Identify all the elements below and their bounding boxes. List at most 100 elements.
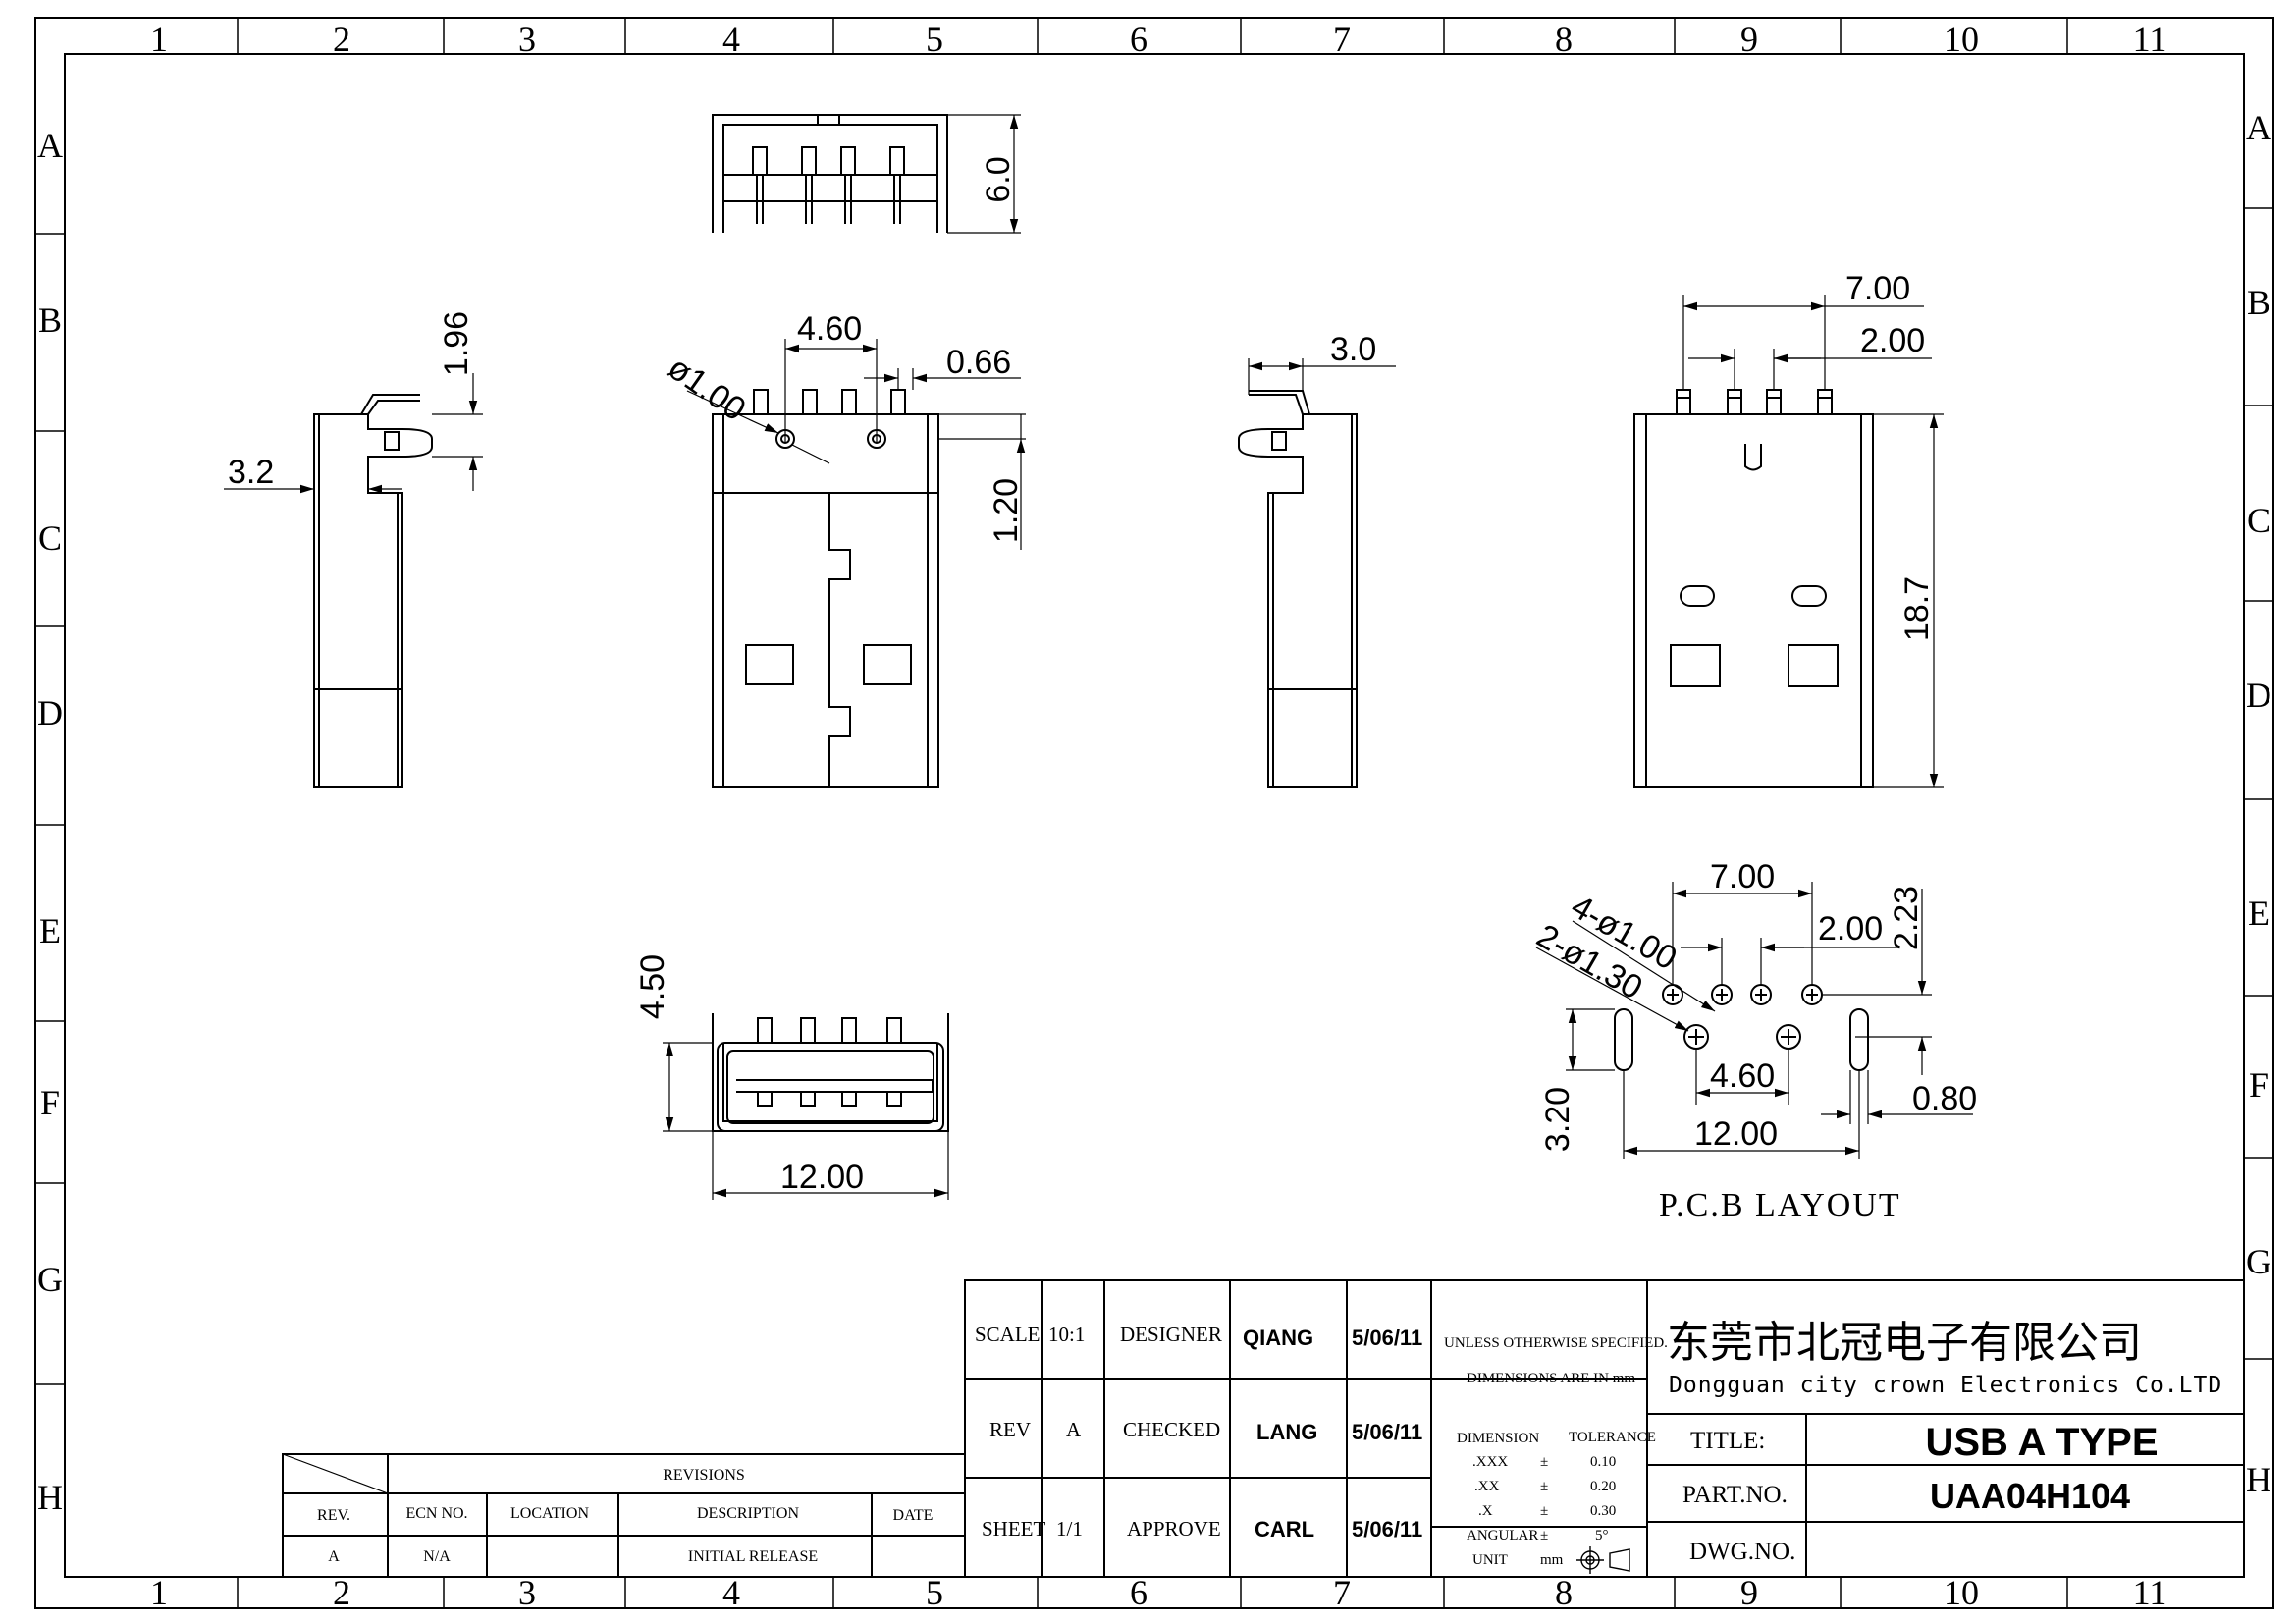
tol-dim-xx: .XX — [1474, 1479, 1500, 1494]
sheet-border — [34, 17, 2274, 1609]
grid-col-10: 10 — [1944, 1573, 1979, 1612]
grid-col-7: 7 — [1333, 1573, 1351, 1612]
grid-labels-bottom: 1 2 3 4 5 6 7 8 9 10 11 — [150, 1573, 2166, 1612]
grid-col-3: 3 — [518, 20, 536, 59]
part-no-label: PART.NO. — [1682, 1482, 1788, 1508]
dim-top-height: 6.0 — [980, 156, 1017, 202]
scale-label: SCALE — [975, 1323, 1041, 1346]
tol-val-x: 0.30 — [1590, 1503, 1616, 1519]
title-label: TITLE: — [1690, 1428, 1765, 1454]
title-block-grid — [964, 1279, 2245, 1578]
bottom-view — [1633, 295, 1944, 788]
dim-front-pitch: 4.60 — [797, 310, 862, 348]
dim-front-offset: 0.66 — [946, 344, 1011, 381]
approve-label: APPROVE — [1127, 1517, 1221, 1541]
tol-pm-angular: ± — [1540, 1528, 1548, 1543]
tol-val-angular: 5° — [1595, 1528, 1609, 1543]
tol-val-xxx: 0.10 — [1590, 1454, 1616, 1470]
top-view — [712, 114, 1021, 234]
grid-col-9: 9 — [1740, 1573, 1758, 1612]
dim-right-3-0: 3.0 — [1330, 331, 1376, 368]
rev-row-description: INITIAL RELEASE — [688, 1548, 818, 1565]
approve-name: CARL — [1255, 1517, 1314, 1542]
tolerance-header: TOLERANCE — [1569, 1430, 1656, 1445]
end-view — [663, 1013, 949, 1200]
projection-symbol-icon — [1576, 1546, 1630, 1574]
unit-label: UNIT — [1472, 1552, 1508, 1568]
tol-dim-x: .X — [1478, 1503, 1493, 1519]
grid-col-3: 3 — [518, 1573, 536, 1612]
dim-front-pin-height: 1.20 — [988, 478, 1025, 543]
designer-label: DESIGNER — [1120, 1323, 1222, 1346]
designer-name: QIANG — [1243, 1326, 1313, 1350]
grid-col-4: 4 — [722, 1573, 740, 1612]
rev-col-description: DESCRIPTION — [697, 1505, 799, 1522]
grid-row-c: C — [38, 518, 62, 558]
grid-col-8: 8 — [1555, 1573, 1573, 1612]
grid-row-f: F — [2249, 1065, 2269, 1105]
grid-row-g: G — [37, 1260, 63, 1299]
right-side-view — [1238, 358, 1396, 788]
grid-col-1: 1 — [150, 1573, 168, 1612]
grid-labels-left: A B C D E F G H — [37, 126, 63, 1517]
checked-date: 5/06/11 — [1352, 1420, 1422, 1444]
tol-pm-x: ± — [1540, 1503, 1548, 1519]
pcb-layout-title: P.C.B LAYOUT — [1659, 1187, 1901, 1223]
rev-col-rev: REV. — [317, 1507, 350, 1524]
grid-col-7: 7 — [1333, 20, 1351, 59]
dim-bottom-width: 7.00 — [1845, 270, 1910, 307]
pcb-layout — [1535, 882, 1973, 1159]
pcb-dim-slot-width: 0.80 — [1912, 1080, 1977, 1117]
sheet-value: 1/1 — [1056, 1517, 1083, 1541]
grid-col-10: 10 — [1944, 20, 1979, 59]
grid-row-b: B — [2247, 283, 2270, 322]
grid-row-b: B — [38, 300, 62, 340]
grid-col-6: 6 — [1130, 20, 1148, 59]
title-block-text: SCALE 10:1 REV A SHEET 1/1 DESIGNER CHEC… — [975, 1318, 2222, 1568]
grid-row-d: D — [2246, 676, 2271, 715]
pcb-dim-span: 7.00 — [1710, 858, 1775, 895]
grid-row-a: A — [2246, 108, 2271, 147]
tol-pm-xxx: ± — [1540, 1454, 1548, 1470]
pcb-dim-hole-spacing: 4.60 — [1710, 1057, 1775, 1095]
dim-bottom-length: 18.7 — [1898, 576, 1936, 641]
designer-date: 5/06/11 — [1352, 1326, 1422, 1350]
rev-col-ecn: ECN NO. — [405, 1505, 467, 1522]
company-name-chinese: 东莞市北冠电子有限公司 — [1667, 1318, 2142, 1368]
front-view — [686, 339, 1026, 788]
grid-col-9: 9 — [1740, 20, 1758, 59]
dim-front-hole: ø1.00 — [661, 349, 752, 428]
company-name-english: Dongguan city crown Electronics Co.LTD — [1669, 1373, 2222, 1398]
revisions-table-grid — [282, 1453, 966, 1578]
revisions-header: REVISIONS — [663, 1467, 745, 1484]
grid-col-2: 2 — [333, 20, 350, 59]
tol-dim-angular: ANGULAR — [1467, 1528, 1538, 1543]
grid-col-8: 8 — [1555, 20, 1573, 59]
grid-col-6: 6 — [1130, 1573, 1148, 1612]
tol-val-xx: 0.20 — [1590, 1479, 1616, 1494]
checked-label: CHECKED — [1123, 1418, 1220, 1441]
dim-end-height: 4.50 — [634, 954, 671, 1019]
pcb-dim-slot-height: 3.20 — [1539, 1087, 1576, 1152]
revisions-table-text: REVISIONS REV. ECN NO. LOCATION DESCRIPT… — [317, 1467, 933, 1565]
grid-row-a: A — [37, 126, 63, 165]
dim-left-1-96: 1.96 — [438, 311, 475, 376]
pcb-dim-offset-y: 2.23 — [1888, 886, 1925, 950]
unit-value: mm — [1540, 1552, 1564, 1568]
rev-col-location: LOCATION — [510, 1505, 589, 1522]
grid-dividers — [35, 18, 2273, 1608]
grid-labels-right: A B C D E F G H — [2246, 108, 2271, 1499]
tolerance-dimension-header: DIMENSION — [1457, 1431, 1539, 1446]
grid-col-11: 11 — [2133, 20, 2167, 59]
pcb-dim-pitch: 2.00 — [1818, 910, 1883, 947]
dim-end-width: 12.00 — [780, 1159, 864, 1196]
tol-dim-xxx: .XXX — [1472, 1454, 1508, 1470]
grid-col-11: 11 — [2133, 1573, 2167, 1612]
grid-row-e: E — [39, 911, 61, 950]
grid-col-4: 4 — [722, 20, 740, 59]
grid-col-5: 5 — [926, 20, 943, 59]
dim-bottom-pitch: 2.00 — [1860, 322, 1925, 359]
dwg-no-label: DWG.NO. — [1689, 1539, 1795, 1565]
grid-row-h: H — [2246, 1460, 2271, 1499]
